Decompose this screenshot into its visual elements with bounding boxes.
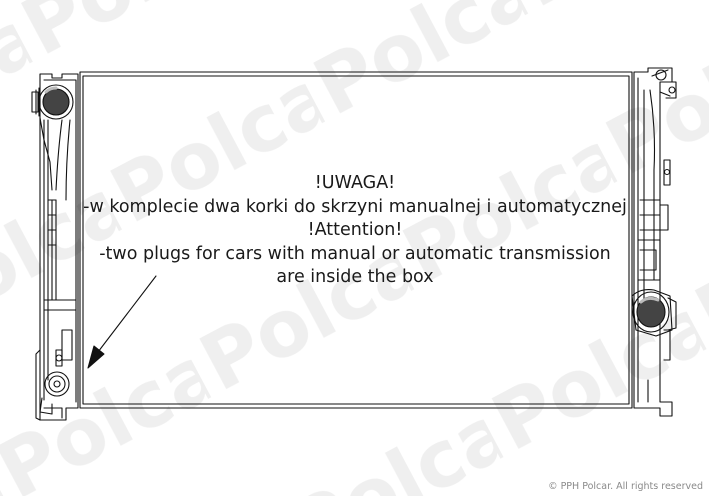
left-inlet-neck (31, 84, 74, 191)
notice-text: !UWAGA! -w komplecie dwa korki do skrzyn… (70, 172, 640, 290)
right-outlet-neck (631, 289, 677, 337)
left-drain-plug (39, 349, 70, 415)
notice-warning-en: !Attention! (307, 220, 403, 240)
notice-warning-pl: !UWAGA! (314, 173, 396, 193)
notice-description-en: -two plugs for cars with manual or autom… (99, 243, 611, 264)
radiator-core (79, 71, 633, 409)
left-tank (35, 73, 79, 421)
notice-description-en-cont: are inside the box (276, 267, 434, 287)
notice-description-pl: -w komplecie dwa korki do skrzyni manual… (83, 196, 627, 217)
right-tank (633, 67, 677, 417)
pointer-arrow (87, 275, 157, 369)
copyright-notice: © PPH Polcar. All rights reserved (548, 481, 703, 492)
